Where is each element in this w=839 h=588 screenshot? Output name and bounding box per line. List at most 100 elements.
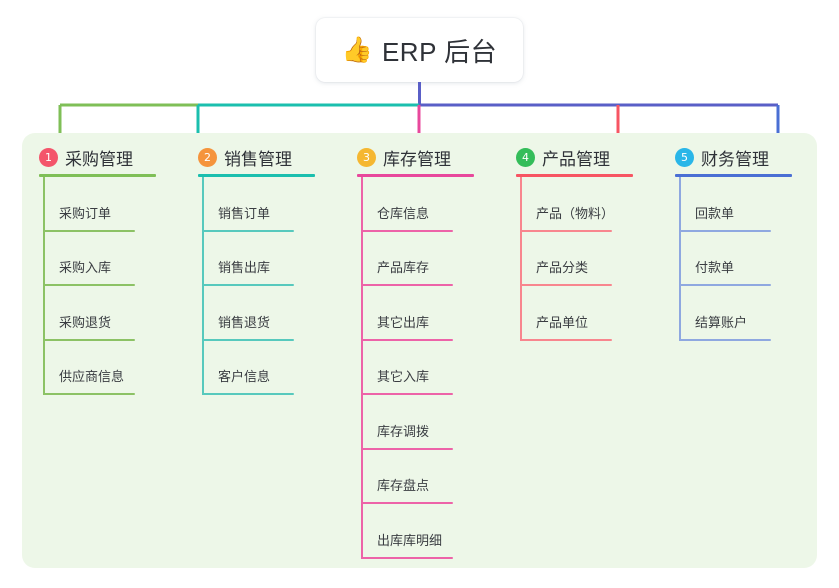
thumbs-up-icon: 👍 [341,35,373,64]
list-item[interactable]: 其它入库 [361,341,499,395]
branch-columns: 1 采购管理采购订单采购入库采购退货供应商信息 2 销售管理销售订单销售出库销售退货客… [22,133,817,568]
branch-header-5[interactable]: 5 财务管理 [675,145,769,170]
list-item[interactable]: 库存调拨 [361,395,499,450]
list-item[interactable]: 出库库明细 [361,504,499,559]
list-item[interactable]: 销售出库 [202,232,340,286]
branch-underline-2 [198,174,315,177]
list-item-underline [43,284,135,286]
branch-column-3: 3 库存管理仓库信息产品库存其它出库其它入库库存调拨库存盘点出库库明细 [340,133,499,568]
branch-underline-1 [39,174,156,177]
list-item-underline [679,229,771,232]
list-item-underline [520,338,612,341]
branch-spine-1 [43,177,45,395]
list-item[interactable]: 库存盘点 [361,450,499,504]
list-item[interactable]: 结算账户 [679,286,817,341]
list-item-label: 销售退货 [218,314,271,330]
branch-spine-4 [520,177,522,341]
list-item-label: 销售出库 [218,260,271,275]
branch-column-5: 5 财务管理回款单付款单结算账户 [658,133,817,568]
branch-item-list-5: 回款单付款单结算账户 [679,177,817,341]
branch-badge-3: 3 [357,148,376,167]
branch-spine-5 [679,177,681,341]
branch-underline-4 [516,174,633,177]
branch-header-3[interactable]: 3 库存管理 [357,145,451,170]
list-item[interactable]: 采购退货 [43,286,181,341]
branch-item-list-4: 产品（物料） 产品分类产品单位 [520,177,658,341]
branch-spine-3 [361,177,363,559]
branch-column-2: 2 销售管理销售订单销售出库销售退货客户信息 [181,133,340,568]
list-item-underline [679,284,771,286]
list-item-label: 付款单 [695,260,735,275]
list-item-label: 库存调拨 [377,423,430,439]
list-item[interactable]: 付款单 [679,232,817,286]
list-item[interactable]: 产品库存 [361,232,499,286]
list-item-underline [520,229,612,232]
list-item[interactable]: 其它出库 [361,286,499,341]
list-item-underline [202,229,294,232]
branches-panel [22,133,817,568]
branch-underline-3 [357,174,474,177]
list-item-underline [361,393,453,395]
list-item-underline [361,338,453,341]
list-item-underline [43,229,135,232]
list-item[interactable]: 产品单位 [520,286,658,341]
branch-item-list-2: 销售订单销售出库销售退货客户信息 [202,177,340,395]
branch-header-1[interactable]: 1 采购管理 [39,145,133,170]
list-item[interactable]: 销售退货 [202,286,340,341]
list-item[interactable]: 采购入库 [43,232,181,286]
list-item[interactable]: 客户信息 [202,341,340,395]
branch-item-list-1: 采购订单采购入库采购退货供应商信息 [43,177,181,395]
branch-title-1: 采购管理 [65,150,133,169]
list-item[interactable]: 仓库信息 [361,177,499,232]
list-item-label: 供应商信息 [59,369,125,384]
branch-title-4: 产品管理 [542,150,610,169]
list-item-underline [43,338,135,341]
list-item-underline [520,284,612,286]
branch-spine-2 [202,177,204,395]
branch-badge-5: 5 [675,148,694,167]
list-item-label: 回款单 [695,205,735,221]
branch-title-2: 销售管理 [224,150,292,169]
branch-badge-1: 1 [39,148,58,167]
list-item-label: 采购退货 [59,314,112,330]
list-item-underline [361,502,453,504]
root-title: ERP 后台 [381,36,498,67]
list-item-label: 出库库明细 [377,532,443,548]
list-item-underline [679,338,771,341]
list-item[interactable]: 采购订单 [43,177,181,232]
list-item-underline [202,284,294,286]
list-item-label: 产品单位 [536,314,589,330]
branch-title-3: 库存管理 [383,150,451,169]
list-item-underline [361,447,453,450]
list-item-underline [361,556,453,559]
list-item-underline [361,284,453,286]
list-item[interactable]: 销售订单 [202,177,340,232]
branch-header-2[interactable]: 2 销售管理 [198,145,292,170]
list-item-label: 采购订单 [59,205,112,221]
list-item[interactable]: 产品（物料） [520,177,658,232]
branch-column-1: 1 采购管理采购订单采购入库采购退货供应商信息 [22,133,181,568]
list-item-label: 库存盘点 [377,478,430,493]
list-item-underline [361,229,453,232]
branch-badge-2: 2 [198,148,217,167]
branch-title-5: 财务管理 [701,150,769,169]
list-item-label: 产品（物料） [536,205,615,221]
list-item-underline [43,393,135,395]
list-item-label: 结算账户 [695,314,748,330]
branch-item-list-3: 仓库信息产品库存其它出库其它入库库存调拨库存盘点出库库明细 [361,177,499,559]
list-item[interactable]: 供应商信息 [43,341,181,395]
list-item[interactable]: 回款单 [679,177,817,232]
list-item[interactable]: 产品分类 [520,232,658,286]
list-item-label: 其它出库 [377,314,430,330]
list-item-label: 产品分类 [536,260,589,275]
list-item-label: 客户信息 [218,369,271,384]
list-item-label: 产品库存 [377,260,430,275]
list-item-underline [202,393,294,395]
branch-underline-5 [675,174,792,177]
list-item-label: 其它入库 [377,369,430,384]
root-node[interactable]: 👍 ERP 后台 [316,18,523,82]
list-item-underline [202,338,294,341]
